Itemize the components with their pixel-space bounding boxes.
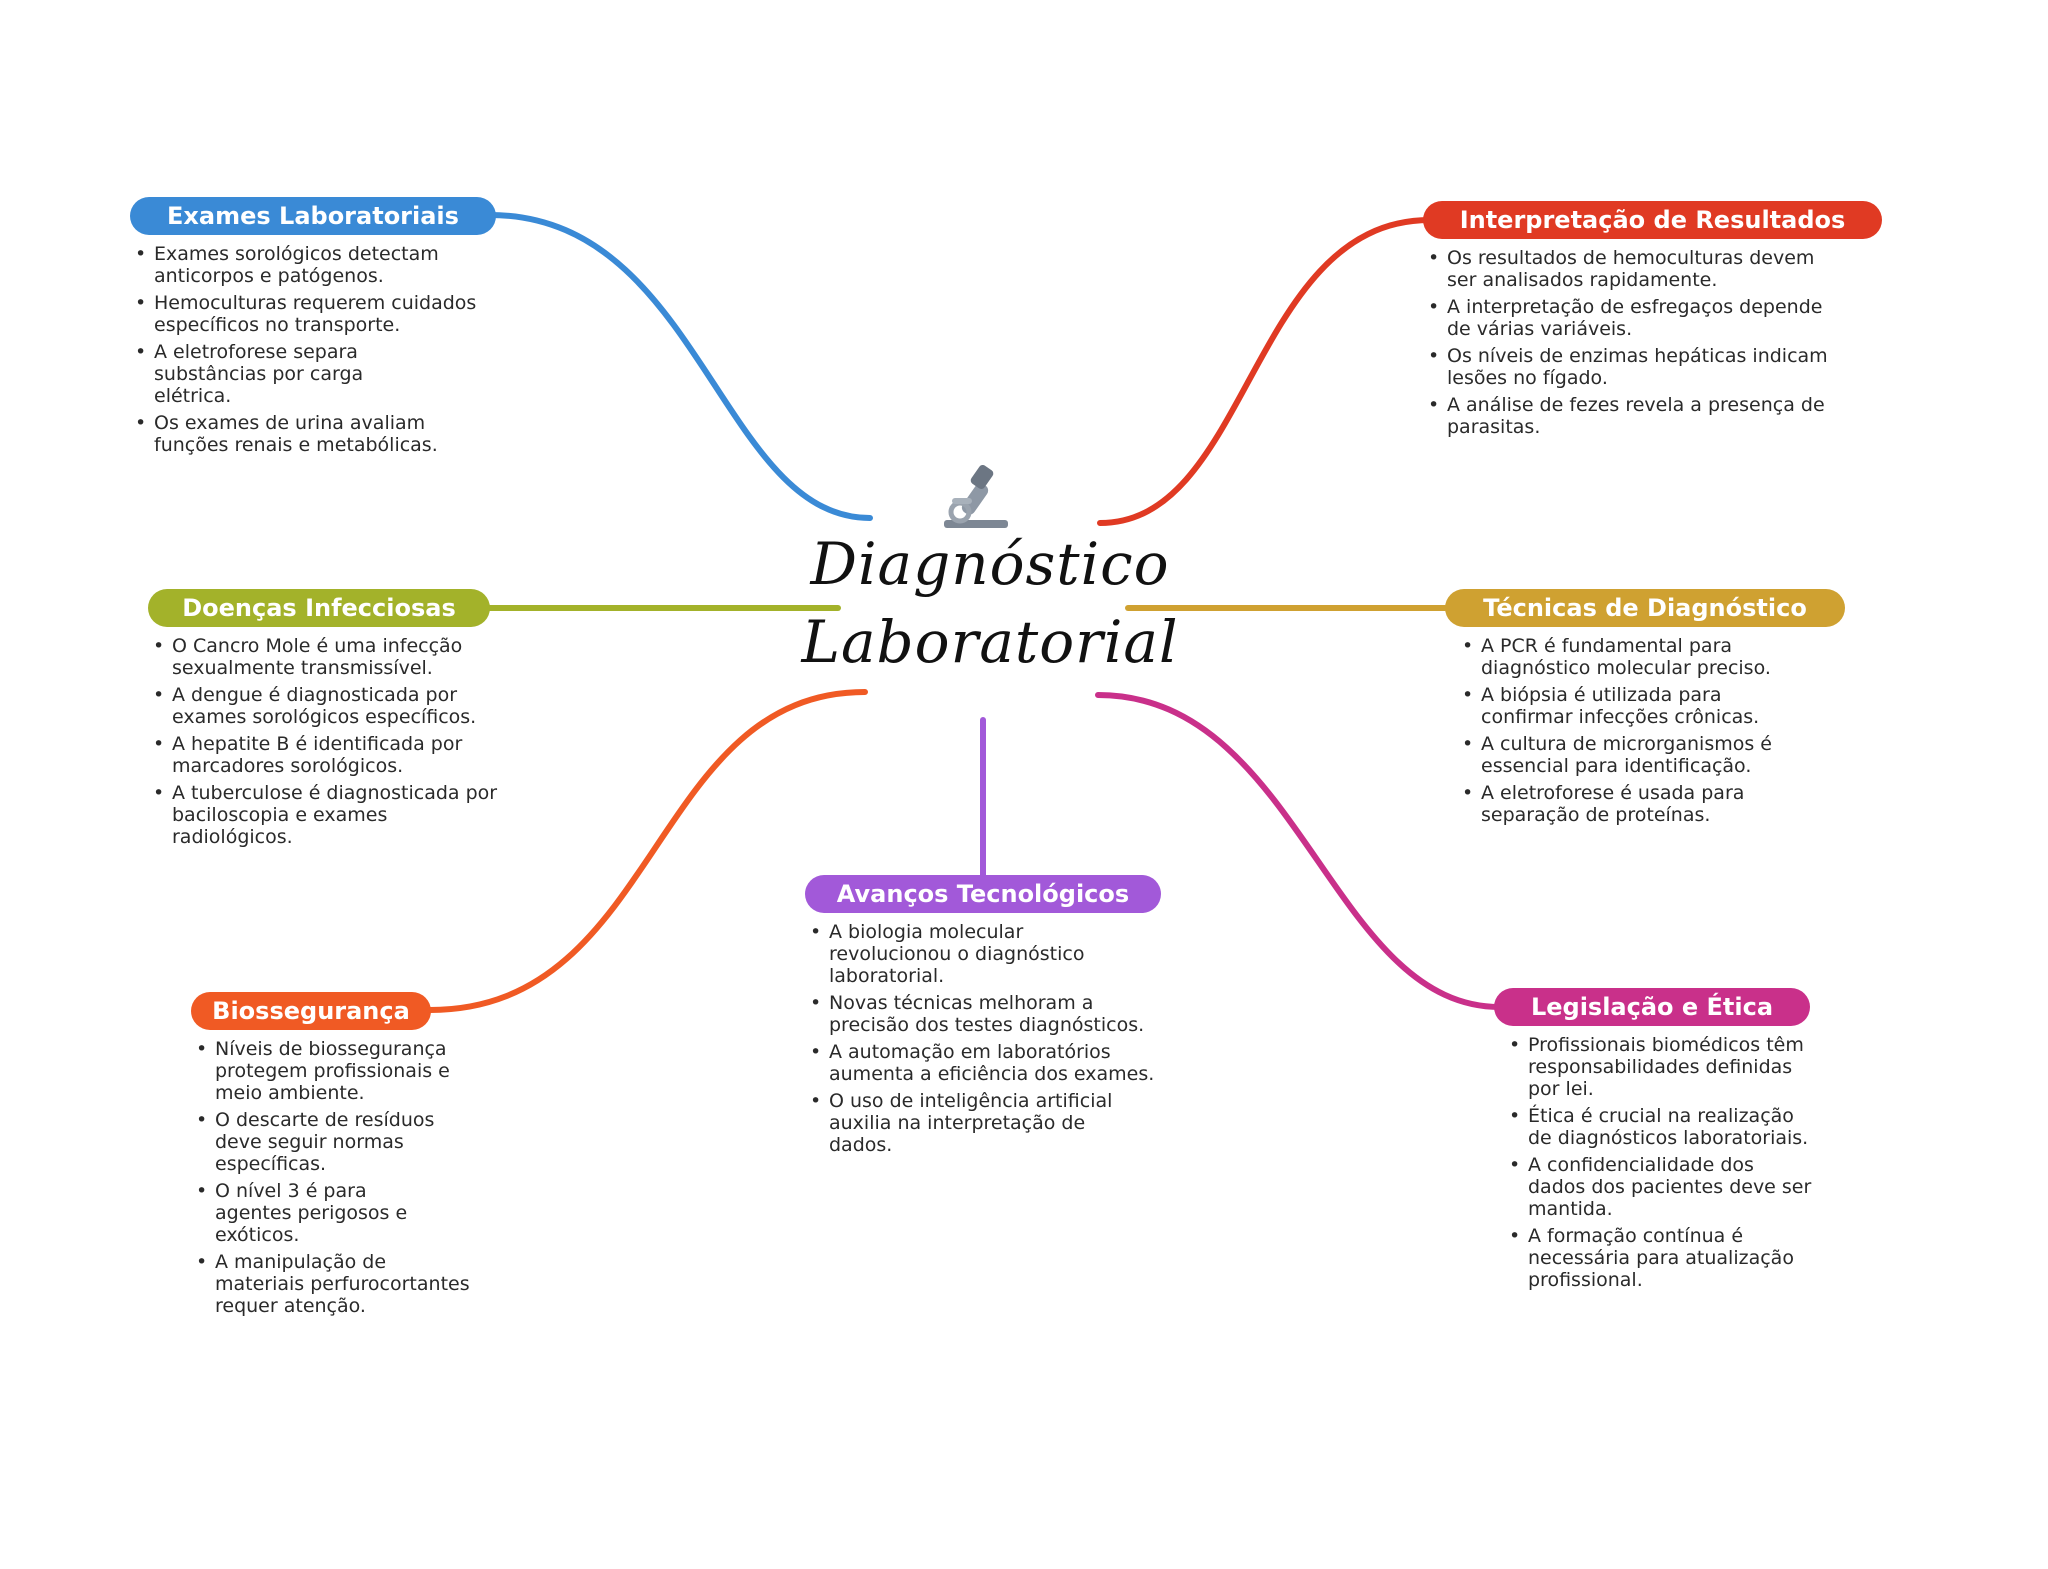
list-item: A formação contínua é necessária para at…: [1504, 1225, 1814, 1291]
list-item: A manipulação de materiais perfurocortan…: [191, 1251, 481, 1317]
list-item: Hemoculturas requerem cuidados específic…: [130, 292, 510, 336]
list-item: A PCR é fundamental para diagnóstico mol…: [1457, 635, 1805, 679]
list-item: A biópsia é utilizada para confirmar inf…: [1457, 684, 1805, 728]
list-item: A eletroforese separa substâncias por ca…: [130, 341, 510, 407]
branch-avancos-tecnologicos: Avanços Tecnológicos A biologia molecula…: [805, 875, 1165, 1161]
list-item: Os exames de urina avaliam funções renai…: [130, 412, 510, 456]
list-item: A eletroforese é usada para separação de…: [1457, 782, 1805, 826]
central-topic-line-2: Laboratorial: [801, 608, 1179, 676]
branch-items-doencas: O Cancro Mole é uma infecção sexualmente…: [148, 635, 508, 848]
list-item: A hepatite B é identificada por marcador…: [148, 733, 508, 777]
branch-title-avancos-tecnologicos[interactable]: Avanços Tecnológicos: [805, 875, 1161, 913]
branch-title-doencas-infecciosas[interactable]: Doenças Infecciosas: [148, 589, 490, 627]
list-item: Os resultados de hemoculturas devem ser …: [1423, 247, 1833, 291]
branch-title-tecnicas-diagnostico[interactable]: Técnicas de Diagnóstico: [1445, 589, 1845, 627]
connector-biosseguranca: [427, 689, 868, 1013]
branch-interpretacao-resultados: Interpretação de Resultados Os resultado…: [1423, 201, 1893, 443]
list-item: A biologia molecular revolucionou o diag…: [805, 921, 1165, 987]
list-item: A tuberculose é diagnosticada por bacilo…: [148, 782, 508, 848]
branch-items-tecnicas: A PCR é fundamental para diagnóstico mol…: [1457, 635, 1805, 826]
list-item: O descarte de resíduos deve seguir norma…: [191, 1109, 481, 1175]
connector-interpretacao: [1097, 217, 1433, 526]
branch-title-interpretacao-resultados[interactable]: Interpretação de Resultados: [1423, 201, 1882, 239]
list-item: O Cancro Mole é uma infecção sexualmente…: [148, 635, 508, 679]
branch-exames-laboratoriais: Exames Laboratoriais Exames sorológicos …: [130, 197, 510, 461]
list-item: Exames sorológicos detectam anticorpos e…: [130, 243, 510, 287]
branch-title-legislacao-etica[interactable]: Legislação e Ética: [1494, 988, 1810, 1026]
branch-tecnicas-diagnostico: Técnicas de Diagnóstico A PCR é fundamen…: [1445, 589, 1845, 831]
list-item: A confidencialidade dos dados dos pacien…: [1504, 1154, 1814, 1220]
branch-title-biosseguranca[interactable]: Biossegurança: [191, 992, 431, 1030]
branch-items-interpretacao: Os resultados de hemoculturas devem ser …: [1423, 247, 1893, 438]
branch-items-legislacao: Profissionais biomédicos têm responsabil…: [1504, 1034, 1814, 1291]
list-item: A análise de fezes revela a presença de …: [1423, 394, 1833, 438]
list-item: A cultura de microrganismos é essencial …: [1457, 733, 1805, 777]
branch-biosseguranca: Biossegurança Níveis de biossegurança pr…: [191, 992, 481, 1322]
list-item: Novas técnicas melhoram a precisão dos t…: [805, 992, 1165, 1036]
branch-title-exames-laboratoriais[interactable]: Exames Laboratoriais: [130, 197, 496, 235]
branch-items-exames: Exames sorológicos detectam anticorpos e…: [130, 243, 510, 456]
list-item: Os níveis de enzimas hepáticas indicam l…: [1423, 345, 1833, 389]
list-item: Ética é crucial na realização de diagnós…: [1504, 1105, 1814, 1149]
list-item: O uso de inteligência artificial auxilia…: [805, 1090, 1165, 1156]
list-item: Níveis de biossegurança protegem profiss…: [191, 1038, 481, 1104]
branch-items-avancos: A biologia molecular revolucionou o diag…: [805, 921, 1165, 1156]
microscope-icon: [938, 462, 1014, 532]
branch-doencas-infecciosas: Doenças Infecciosas O Cancro Mole é uma …: [148, 589, 508, 853]
list-item: Profissionais biomédicos têm responsabil…: [1504, 1034, 1814, 1100]
list-item: A interpretação de esfregaços depende de…: [1423, 296, 1833, 340]
list-item: A automação em laboratórios aumenta a ef…: [805, 1041, 1165, 1085]
connector-exames: [487, 212, 873, 521]
branch-legislacao-etica: Legislação e Ética Profissionais biomédi…: [1494, 988, 1814, 1296]
central-topic: Diagnóstico Laboratorial: [780, 525, 1200, 681]
branch-items-biosseguranca: Níveis de biossegurança protegem profiss…: [191, 1038, 481, 1317]
connector-legislacao: [1095, 692, 1503, 1010]
central-topic-line-1: Diagnóstico: [810, 530, 1170, 598]
list-item: O nível 3 é para agentes perigosos e exó…: [191, 1180, 481, 1246]
list-item: A dengue é diagnosticada por exames soro…: [148, 684, 508, 728]
